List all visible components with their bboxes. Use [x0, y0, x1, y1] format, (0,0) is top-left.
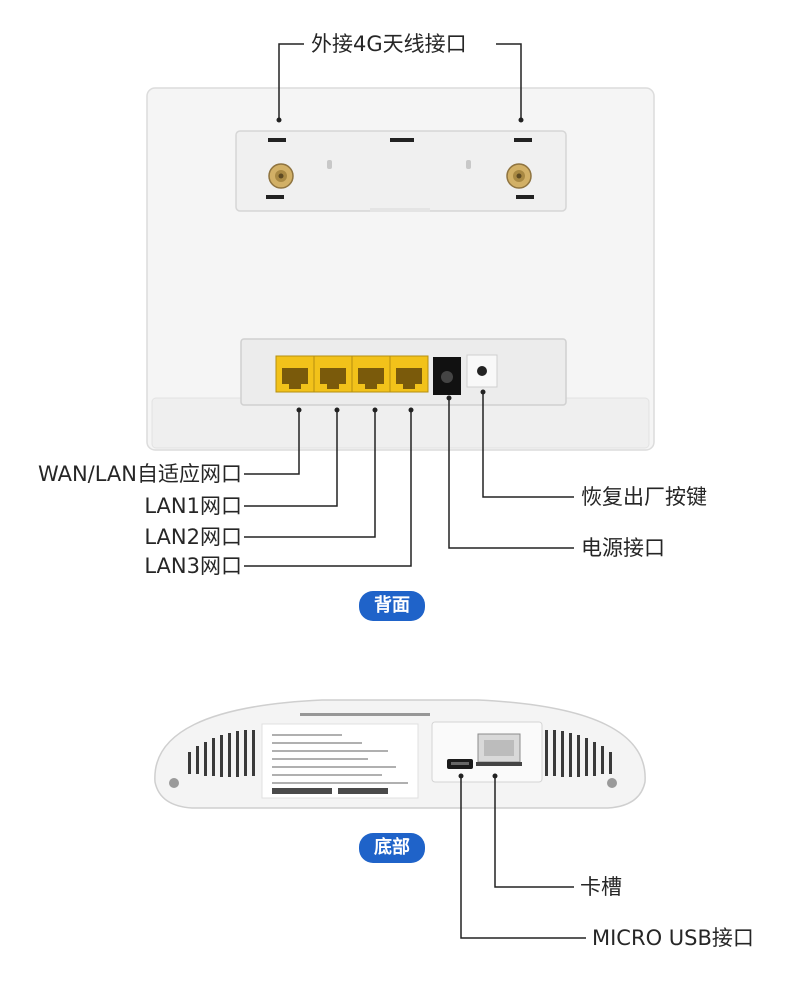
reset-label: 恢复出厂按键 — [581, 485, 707, 509]
leader-lines-back — [244, 43, 574, 567]
ethernet-port-lan2 — [351, 355, 391, 393]
bottom-view-badge: 底部 — [359, 833, 425, 863]
lan1-label: LAN1网口 — [144, 494, 242, 518]
sim-slot-label: 卡槽 — [580, 875, 622, 899]
leader-dots-bottom — [458, 773, 498, 779]
micro-usb-label: MICRO USB接口 — [592, 926, 754, 950]
antenna-connector-left — [268, 163, 294, 189]
router-bottom-body — [154, 699, 646, 809]
ethernet-port-lan3 — [389, 355, 429, 393]
micro-usb-port — [447, 759, 473, 769]
power-jack — [433, 357, 461, 395]
sim-card-slot — [476, 733, 522, 766]
leader-dots-back — [276, 117, 524, 413]
antenna-label: 外接4G天线接口 — [311, 32, 467, 56]
back-view-badge: 背面 — [359, 591, 425, 621]
lan3-label: LAN3网口 — [144, 554, 242, 578]
power-label: 电源接口 — [581, 536, 665, 560]
ethernet-port-lan1 — [313, 355, 353, 393]
reset-button — [466, 354, 498, 388]
ethernet-port-wan — [275, 355, 315, 393]
lan2-label: LAN2网口 — [144, 525, 242, 549]
leader-lines-bottom — [460, 776, 586, 939]
antenna-connector-right — [506, 163, 532, 189]
wan-lan-label: WAN/LAN自适应网口 — [37, 462, 242, 486]
